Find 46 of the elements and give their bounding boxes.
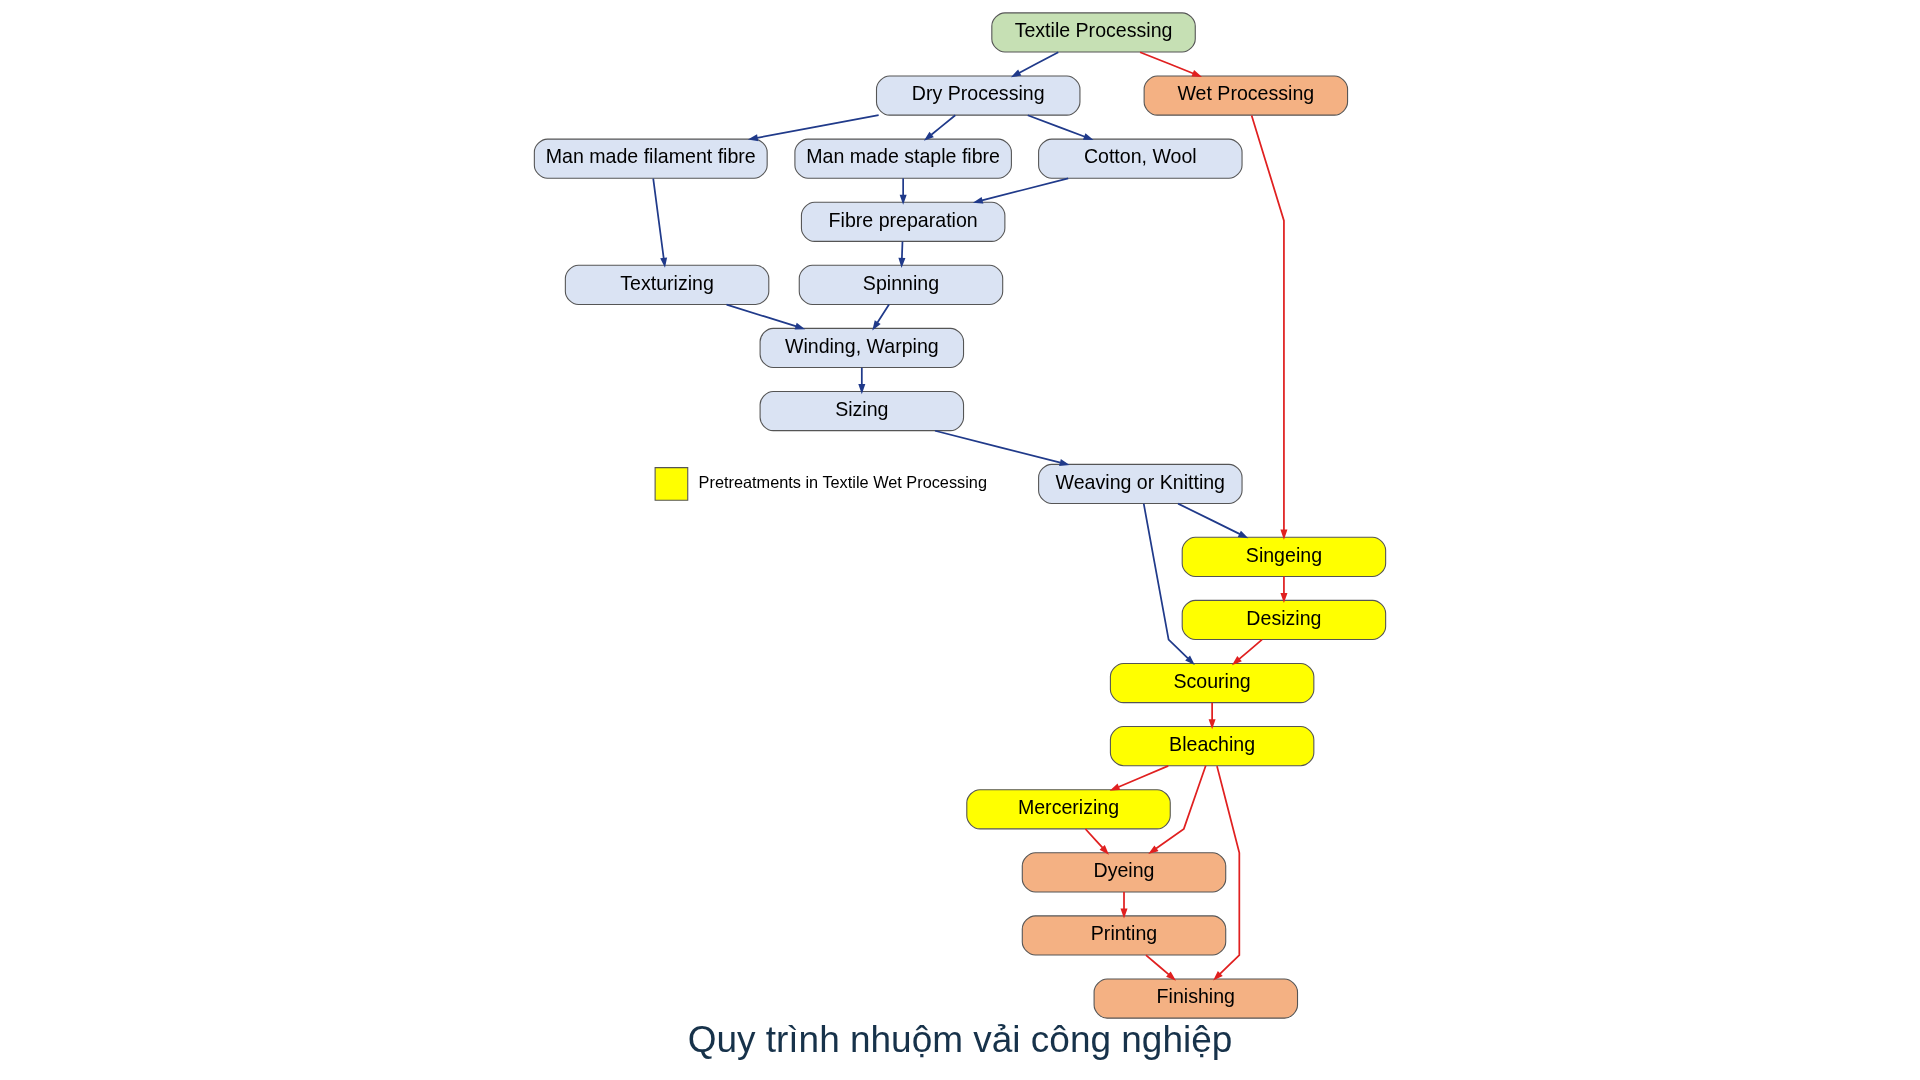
arrow [1120, 891, 1128, 919]
arrow [1177, 502, 1249, 539]
arrow [858, 366, 866, 395]
node-box: Texturizing [564, 264, 770, 305]
arrow [1148, 764, 1207, 855]
arrow [899, 177, 907, 205]
arrow [1208, 701, 1216, 730]
node-box: Mercerizing [966, 789, 1171, 830]
arrow [934, 429, 1070, 466]
node-box: Winding, Warping [759, 327, 965, 369]
node-box: Printing [1021, 915, 1227, 956]
legend-label: Pretreatments in Textile Wet Processing [698, 472, 987, 491]
arrow [923, 114, 957, 141]
arrow [747, 114, 880, 142]
node-box: Cotton, Wool [1038, 138, 1243, 179]
arrow [725, 303, 806, 330]
node-box: Dry Processing [875, 75, 1081, 116]
caption: Quy trình nhuộm vải công nghiệp [687, 1019, 1233, 1061]
arrow [1084, 828, 1109, 855]
node-box: Scouring [1109, 662, 1315, 704]
node-box: Fibre preparation [800, 201, 1006, 242]
node-box: Bleaching [1109, 726, 1315, 767]
node-box: Singeing [1181, 536, 1387, 577]
arrow [1280, 575, 1288, 603]
node-box: Sizing [759, 390, 965, 432]
arrow [1142, 502, 1195, 666]
arrow [1010, 51, 1060, 78]
arrow [872, 303, 890, 331]
arrow [1231, 638, 1263, 666]
node-box: Man made filament fibre [533, 138, 768, 179]
node-box: Weaving or Knitting [1038, 463, 1243, 505]
arrow [1213, 765, 1241, 981]
arrow [1145, 954, 1176, 981]
arrow [898, 240, 906, 268]
node-box: Spinning [798, 264, 1004, 305]
node-box: Textile Processing [991, 12, 1196, 53]
node-box: Dyeing [1021, 852, 1227, 893]
arrow [652, 177, 668, 268]
node-box: Wet Processing [1143, 75, 1349, 116]
node-box: Man made staple fibre [794, 138, 1012, 179]
node-box: Desizing [1181, 599, 1387, 641]
arrow [972, 177, 1070, 204]
arrow [1026, 114, 1094, 141]
arrow [1250, 114, 1288, 540]
node-box: Finishing [1093, 978, 1299, 1019]
arrow [1109, 765, 1170, 791]
